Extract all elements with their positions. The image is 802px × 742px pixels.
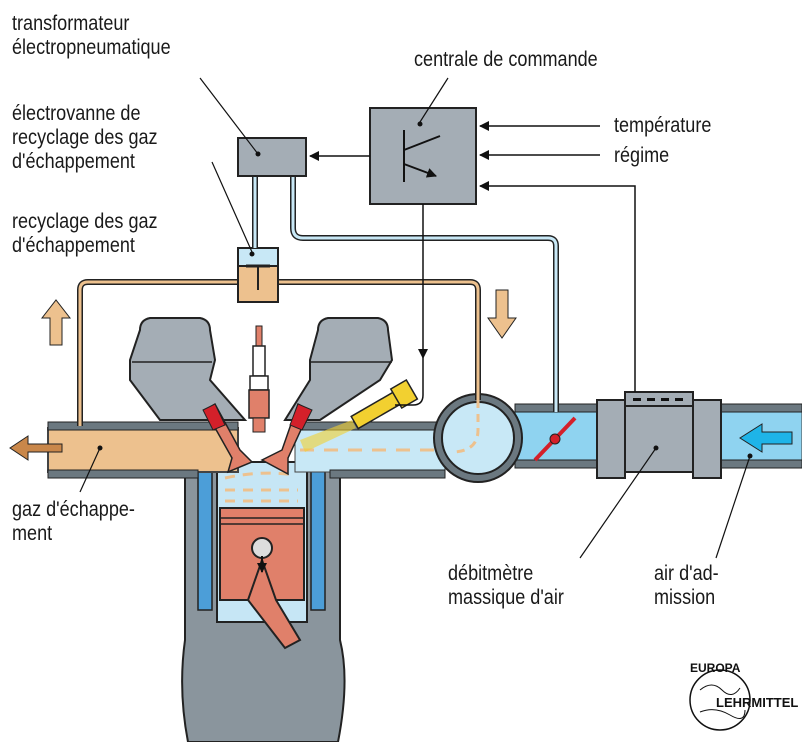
label-line: recyclage des gaz bbox=[12, 126, 158, 149]
label-line: transformateur bbox=[12, 12, 130, 35]
label-line: d'échappement bbox=[12, 234, 135, 257]
spark-plug bbox=[255, 325, 263, 347]
label-line: d'échappement bbox=[12, 150, 135, 173]
exhaust-cam-housing bbox=[129, 317, 248, 421]
piston-pin bbox=[251, 537, 273, 559]
logo-top-text: EUROPA bbox=[690, 661, 741, 675]
label-line: air d'ad- bbox=[654, 562, 719, 585]
fuel-injector bbox=[350, 378, 419, 430]
label-rpm: régime bbox=[614, 144, 670, 167]
intake-air-arrow bbox=[739, 423, 793, 453]
label-line: ment bbox=[12, 522, 53, 545]
egr-down-arrow bbox=[487, 289, 517, 339]
logo-bottom-text: LEHRMITTEL bbox=[716, 695, 798, 710]
label-line: débitmètre bbox=[448, 562, 534, 585]
label-line: électrovanne de bbox=[12, 102, 141, 125]
label-line: mission bbox=[654, 586, 716, 609]
label-line: gaz d'échappe- bbox=[12, 498, 135, 521]
label-exhaust-gas: gaz d'échappe-ment bbox=[12, 498, 135, 546]
label-line: électropneumatique bbox=[12, 36, 171, 59]
coolant-jacket-right bbox=[310, 469, 326, 611]
electropneumatic-transformer bbox=[237, 137, 307, 177]
label-line: massique d'air bbox=[448, 586, 564, 609]
europa-lehrmittel-logo: EUROPA LEHRMITTEL bbox=[689, 661, 798, 731]
mass-air-flow-meter bbox=[596, 399, 626, 479]
intake-cam-housing bbox=[283, 317, 394, 421]
label-control-unit: centrale de commande bbox=[414, 48, 598, 71]
egr-up-arrow bbox=[40, 299, 72, 346]
label-intake-air: air d'ad-mission bbox=[654, 562, 719, 610]
exhaust-arrow bbox=[9, 435, 63, 461]
control-unit bbox=[369, 107, 477, 205]
label-line: recyclage des gaz bbox=[12, 210, 158, 233]
exhaust-manifold bbox=[47, 427, 239, 473]
coolant-jacket-left bbox=[197, 469, 213, 611]
label-temperature: température bbox=[614, 114, 712, 137]
